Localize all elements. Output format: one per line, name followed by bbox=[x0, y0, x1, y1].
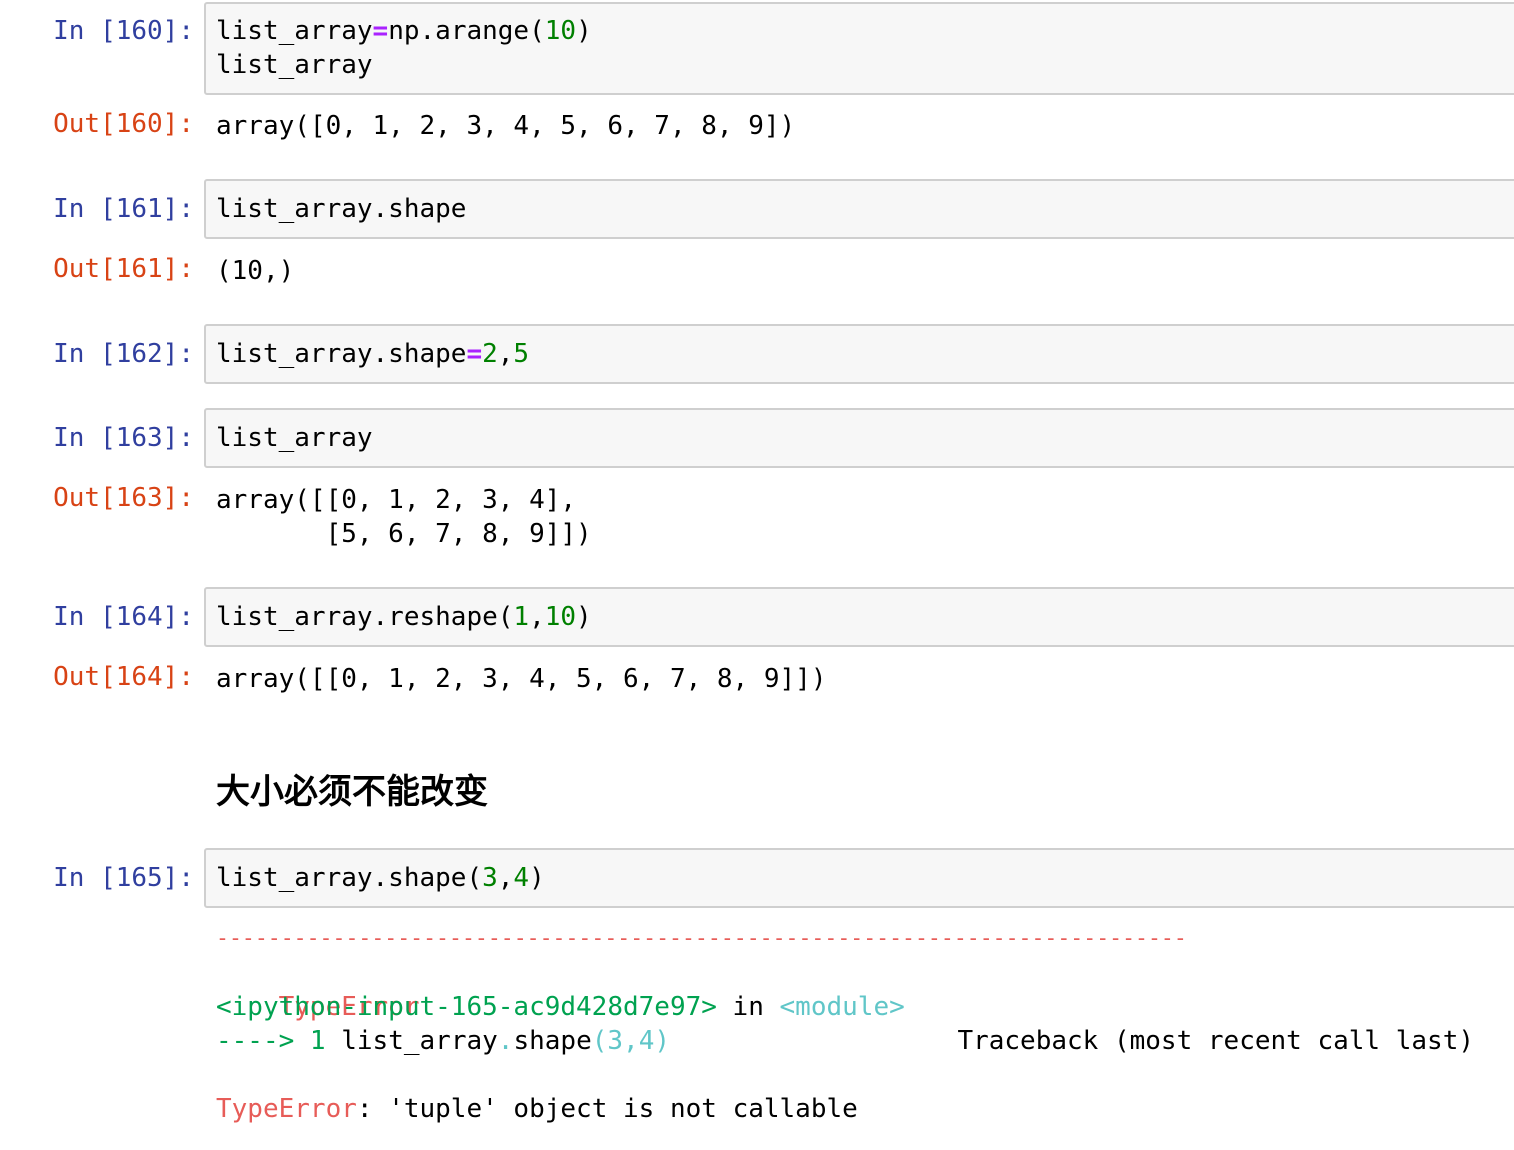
output-160: array([0, 1, 2, 3, 4, 5, 6, 7, 8, 9]) bbox=[216, 111, 796, 141]
code-number: 1 bbox=[513, 602, 530, 632]
code-token: ) bbox=[576, 602, 592, 632]
code-input-161[interactable] bbox=[204, 179, 1514, 239]
error-separator: ----------------------------------------… bbox=[216, 926, 1187, 951]
in-prompt-161: In [161]: bbox=[53, 194, 194, 224]
in-prompt-162: In [162]: bbox=[53, 339, 194, 369]
traceback-input-ref: <ipython-input-165-ac9d428d7e97> bbox=[216, 992, 717, 1022]
code-token: ) bbox=[576, 16, 592, 46]
final-error-type: TypeError bbox=[216, 1094, 357, 1124]
traceback-module: <module> bbox=[779, 992, 905, 1022]
code-number: 10 bbox=[544, 602, 577, 632]
in-prompt-163: In [163]: bbox=[53, 423, 194, 453]
code-number: 2 bbox=[482, 339, 498, 369]
output-161: (10,) bbox=[216, 256, 295, 286]
in-prompt-160: In [160]: bbox=[53, 16, 194, 46]
code-line-165: list_array.shape(3,4) bbox=[216, 861, 545, 895]
traceback-dot: . bbox=[497, 1026, 514, 1056]
code-input-165[interactable] bbox=[204, 848, 1514, 908]
traceback-arrow: ----> bbox=[216, 1026, 295, 1056]
code-number: 10 bbox=[544, 16, 577, 46]
code-line-163: list_array bbox=[216, 423, 373, 453]
code-token: ) bbox=[529, 863, 545, 893]
output-164: array([[0, 1, 2, 3, 4, 5, 6, 7, 8, 9]]) bbox=[216, 664, 827, 694]
code-token: list_array.shape bbox=[216, 339, 467, 369]
traceback-code-line: ----> 1 list_array.shape(3,4) bbox=[216, 1024, 670, 1058]
code-line-160-1: list_array=np.arange(10) bbox=[216, 14, 592, 48]
code-operator: = bbox=[372, 16, 389, 46]
traceback-location: <ipython-input-165-ac9d428d7e97> in <mod… bbox=[216, 990, 905, 1024]
output-163-line-1: array([[0, 1, 2, 3, 4], bbox=[216, 485, 577, 515]
code-token: np.arange( bbox=[388, 16, 545, 46]
error-header: TypeError Traceback (most recent call la… bbox=[216, 956, 1474, 1092]
markdown-heading: 大小必须不能改变 bbox=[216, 772, 488, 812]
traceback-line-number: 1 bbox=[294, 1026, 342, 1056]
code-token: , bbox=[529, 602, 545, 632]
code-input-164[interactable] bbox=[204, 587, 1514, 647]
out-prompt-160: Out[160]: bbox=[53, 109, 194, 139]
traceback-in: in bbox=[716, 992, 780, 1022]
output-163-line-2: [5, 6, 7, 8, 9]]) bbox=[216, 519, 592, 549]
code-line-160-2: list_array bbox=[216, 50, 373, 80]
error-message: TypeError: 'tuple' object is not callabl… bbox=[216, 1092, 858, 1126]
code-operator: = bbox=[466, 339, 483, 369]
code-token: , bbox=[497, 339, 514, 369]
out-prompt-164: Out[164]: bbox=[53, 662, 194, 692]
out-prompt-163: Out[163]: bbox=[53, 483, 194, 513]
code-number: 4 bbox=[513, 863, 530, 893]
code-number: 5 bbox=[513, 339, 530, 369]
code-line-161: list_array.shape bbox=[216, 194, 467, 224]
code-token: list_array bbox=[216, 16, 373, 46]
traceback-code: shape bbox=[513, 1026, 592, 1056]
traceback-args: (3,4) bbox=[591, 1026, 671, 1056]
code-line-162: list_array.shape=2,5 bbox=[216, 337, 529, 371]
code-token: , bbox=[497, 863, 514, 893]
out-prompt-161: Out[161]: bbox=[53, 254, 194, 284]
final-error-text: : 'tuple' object is not callable bbox=[356, 1094, 858, 1124]
code-input-160[interactable] bbox=[204, 2, 1514, 95]
code-number: 3 bbox=[482, 863, 498, 893]
code-token: list_array.reshape( bbox=[216, 602, 514, 632]
traceback-code: list_array bbox=[341, 1026, 498, 1056]
traceback-label: Traceback (most recent call last) bbox=[957, 1026, 1474, 1056]
in-prompt-165: In [165]: bbox=[53, 863, 194, 893]
code-input-162[interactable] bbox=[204, 324, 1514, 384]
code-line-164: list_array.reshape(1,10) bbox=[216, 600, 592, 634]
in-prompt-164: In [164]: bbox=[53, 602, 194, 632]
code-input-163[interactable] bbox=[204, 408, 1514, 468]
error-type: TypeError bbox=[278, 992, 420, 1022]
code-token: list_array.shape( bbox=[216, 863, 483, 893]
